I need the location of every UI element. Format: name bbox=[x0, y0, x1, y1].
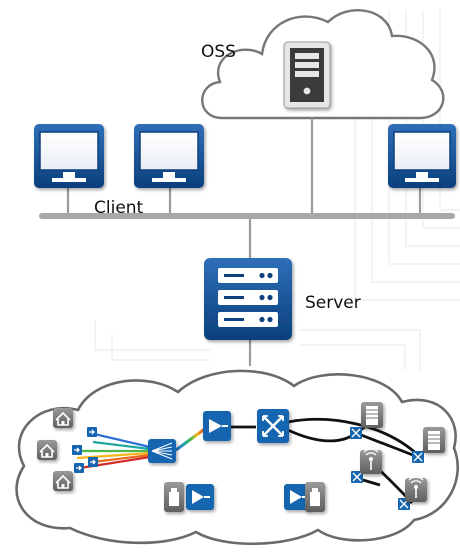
oss-label: OSS bbox=[201, 42, 236, 62]
node-cross-icon bbox=[350, 427, 362, 439]
monitor-icon[interactable] bbox=[34, 124, 104, 188]
ont-icon bbox=[87, 427, 97, 437]
rack-server-icon[interactable] bbox=[204, 258, 292, 340]
amplifier-icon bbox=[186, 484, 214, 510]
cross-connect-icon[interactable] bbox=[257, 409, 289, 443]
ont-icon bbox=[72, 445, 82, 455]
home-icon bbox=[53, 408, 73, 428]
monitor-icon[interactable] bbox=[388, 124, 456, 188]
server-label: Server bbox=[305, 293, 361, 313]
building-icon bbox=[423, 427, 445, 453]
home-icon bbox=[37, 440, 57, 460]
server-tower-icon[interactable] bbox=[283, 41, 331, 109]
transceiver-icon bbox=[305, 482, 325, 512]
network-cloud bbox=[15, 369, 459, 546]
optical-splitter-icon[interactable] bbox=[148, 439, 176, 463]
ont-icon bbox=[74, 463, 84, 473]
transceiver-icon bbox=[164, 482, 184, 512]
ont-icon bbox=[88, 457, 98, 467]
client-label: Client bbox=[94, 198, 144, 218]
bus-connectors bbox=[66, 118, 422, 366]
antenna-icon bbox=[360, 448, 382, 474]
antenna-icon bbox=[405, 476, 427, 502]
home-icon bbox=[53, 471, 73, 491]
monitor-icon[interactable] bbox=[134, 124, 204, 188]
building-icon bbox=[361, 402, 383, 428]
node-cross-icon bbox=[351, 471, 363, 483]
amplifier-icon[interactable] bbox=[203, 411, 231, 441]
node-cross-icon bbox=[412, 451, 424, 463]
spectrum-fiber bbox=[175, 426, 207, 452]
